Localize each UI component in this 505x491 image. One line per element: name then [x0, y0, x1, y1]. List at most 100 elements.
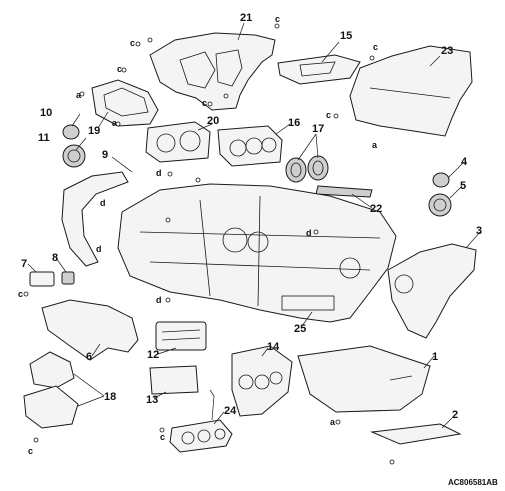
- part-21-cutout-a: [179, 51, 216, 89]
- fastener-letter-c: c: [326, 110, 331, 120]
- part-20-gauge-left: [156, 133, 176, 153]
- part-3-right-side-panel: [387, 243, 477, 339]
- part-5-side-vent: [428, 193, 452, 217]
- part-11-vent-inner: [67, 149, 81, 163]
- fastener-letter-a: a: [112, 118, 118, 128]
- part-18-column-cover-lower: [23, 385, 79, 429]
- callout-10: 10: [40, 107, 52, 119]
- callout-13: 13: [146, 394, 158, 406]
- callout-7: 7: [21, 258, 27, 270]
- part-12-faceplate: [161, 329, 201, 341]
- part-20-combination-meter: [145, 121, 211, 163]
- part-18-column-cover-upper: [29, 351, 75, 389]
- figure-code: AC806581AB: [448, 478, 498, 487]
- callout-12: 12: [147, 349, 159, 361]
- part-4-vent-ring: [432, 172, 450, 188]
- fastener-letter-d: d: [100, 198, 106, 208]
- part-24-heater-control: [169, 419, 233, 453]
- fastener-letter-c: c: [275, 14, 280, 24]
- part-23-passenger-upper-panel: [349, 45, 473, 137]
- callout-19: 19: [88, 125, 100, 137]
- main-instrument-panel: [117, 183, 397, 323]
- part-13-pocket: [149, 365, 199, 395]
- part-15-center-upper-panel: [277, 54, 361, 85]
- callout-1: 1: [432, 351, 438, 363]
- part-14-heater-bezel: [231, 345, 293, 417]
- callout-6: 6: [86, 351, 92, 363]
- fastener-letter-c: c: [373, 42, 378, 52]
- fastener-letter-c: c: [117, 64, 122, 74]
- part-24-knob-2: [197, 429, 211, 443]
- panel-rib-2: [149, 261, 371, 271]
- part-1-latch: [389, 375, 413, 381]
- part-14-knob-3: [269, 371, 283, 385]
- part-24-cable: [209, 389, 215, 421]
- callout-5: 5: [460, 180, 466, 192]
- fastener-letter-d: d: [156, 168, 162, 178]
- part-20-gauge-right: [179, 130, 201, 152]
- part-7-switch-panel: [29, 271, 55, 287]
- callout-25: 25: [294, 323, 306, 335]
- callout-17: 17: [312, 123, 324, 135]
- callout-16: 16: [288, 117, 300, 129]
- part-5-vent-inner: [433, 198, 447, 212]
- part-25-bracket: [281, 295, 335, 311]
- part-11-side-vent: [62, 144, 86, 168]
- part-14-knob-2: [254, 374, 270, 390]
- callout-23: 23: [441, 45, 453, 57]
- part-3-vent-opening: [394, 274, 414, 294]
- part-24-knob-1: [181, 431, 195, 445]
- callout-22: 22: [370, 203, 382, 215]
- fasteners: [23, 23, 395, 465]
- panel-opening-center: [247, 231, 269, 253]
- fastener-letter-c: c: [130, 38, 135, 48]
- part-23-detail: [369, 87, 451, 99]
- panel-rib-4: [257, 195, 261, 307]
- part-19-meter-bezel: [91, 79, 159, 127]
- part-15-recess: [299, 61, 336, 77]
- callout-3: 3: [476, 225, 482, 237]
- callout-14: 14: [267, 341, 280, 353]
- part-16-vent-right: [261, 137, 277, 153]
- callout-2: 2: [452, 409, 458, 421]
- part-2-lower-panel: [370, 423, 462, 445]
- callout-numbers: 1 2 3 4 5 6 7 8 9 10 11 12 13 14 15 16 1…: [21, 12, 482, 421]
- part-21-meter-hood: [149, 32, 276, 111]
- fastener-letter-c: c: [28, 446, 33, 456]
- part-24-knob-3: [214, 428, 226, 440]
- callout-18: 18: [104, 391, 116, 403]
- callout-4: 4: [461, 156, 468, 168]
- fastener-letter-a: a: [330, 417, 336, 427]
- callout-15: 15: [340, 30, 352, 42]
- part-14-knob-1: [238, 374, 254, 390]
- part-19-opening: [103, 87, 149, 117]
- callout-8: 8: [52, 252, 58, 264]
- callout-9: 9: [102, 149, 108, 161]
- callout-21: 21: [240, 12, 252, 24]
- fastener-letter-a: a: [76, 90, 82, 100]
- panel-opening-left: [222, 227, 248, 253]
- panel-opening-right: [339, 257, 361, 279]
- part-12-audio-unit: [155, 321, 207, 351]
- fastener-letter-c: c: [18, 289, 23, 299]
- part-8-switch: [61, 271, 75, 285]
- fastener-letter-c: c: [202, 98, 207, 108]
- part-21-cutout-b: [215, 49, 243, 87]
- part-16-center-bezel: [217, 125, 283, 167]
- part-17-center-vents: [285, 155, 329, 183]
- callout-11: 11: [38, 132, 50, 144]
- part-22-defroster-grille: [315, 185, 373, 198]
- leader-lines: [27, 22, 481, 429]
- fastener-letter-c: c: [160, 432, 165, 442]
- fastener-letter-d: d: [96, 244, 102, 254]
- fastener-letter-d: d: [156, 295, 162, 305]
- part-1-glove-box: [297, 345, 431, 413]
- panel-rib-1: [139, 231, 381, 239]
- callout-20: 20: [207, 115, 219, 127]
- callout-24: 24: [224, 405, 237, 417]
- fastener-letter-a: a: [372, 140, 378, 150]
- part-6-lower-cover: [41, 299, 139, 361]
- part-10-side-vent-ring: [62, 124, 80, 140]
